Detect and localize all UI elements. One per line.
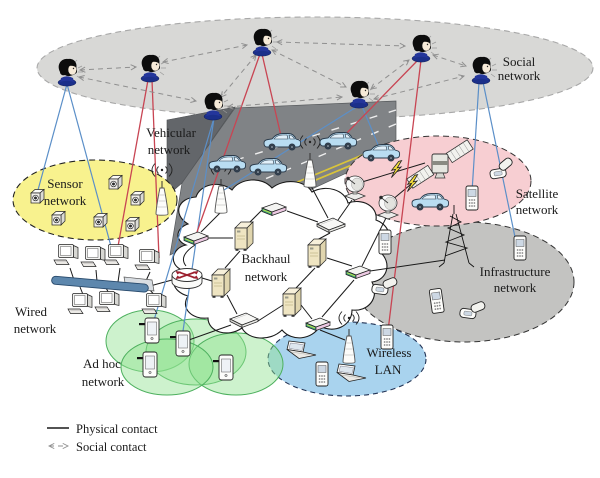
satellite-dish-icon (377, 194, 399, 220)
social-network-label: Social (503, 54, 536, 69)
adhoc-network-label: Ad hoc (83, 356, 121, 371)
sensor-node-icon (30, 189, 45, 204)
sensor-node-icon (130, 191, 145, 206)
sensor-node-icon (125, 217, 140, 232)
sensor-network-label: network (44, 193, 87, 208)
infrastructure-devices (370, 205, 527, 320)
satellite-devices (344, 139, 518, 220)
adhoc-range-circle (188, 332, 284, 396)
phone-icon (315, 361, 329, 387)
desktop-computer-icon (134, 249, 160, 270)
desktop-computer-icon (141, 293, 167, 314)
phone-icon (378, 229, 392, 255)
infrastructure-network-label: network (494, 280, 537, 295)
wlan-label: Wireless (367, 345, 412, 360)
backhaul-network-label: Backhaul (241, 251, 290, 266)
satellite-network-label: network (516, 202, 559, 217)
wlan-label: LAN (375, 362, 402, 377)
legend: Physical contact Social contact (47, 422, 158, 454)
desktop-computer-icon (67, 293, 93, 314)
vehicular-network-label: Vehicular (146, 125, 196, 140)
social-network-label: network (498, 68, 541, 83)
vehicular-network-label: network (148, 142, 191, 157)
desktop-computer-icon (53, 244, 79, 265)
infrastructure-network-label: Infrastructure (480, 264, 551, 279)
physical-links (69, 162, 446, 342)
social-contacts (79, 42, 466, 107)
adhoc-range-circle (120, 338, 214, 396)
road-lane-dashes (235, 109, 397, 161)
wired-bus (51, 275, 155, 293)
satellite-network-label: Satellite (516, 186, 559, 201)
sensor-network-label: Sensor (47, 176, 83, 191)
cell-tower-icon (438, 205, 475, 268)
desktop-computer-icon (80, 246, 106, 267)
red-x-router-icon (171, 267, 203, 290)
sensor-node-icon (51, 211, 66, 226)
legend-social-label: Social contact (76, 440, 147, 454)
sensor-node-icon (93, 213, 108, 228)
wired-network-label: Wired (15, 304, 47, 319)
phone-icon (465, 185, 479, 211)
adhoc-network-label: network (82, 374, 125, 389)
sensor-node-icon (108, 175, 123, 190)
bus-bar (51, 275, 149, 293)
desktop-computer-icon (103, 244, 129, 265)
wired-network-label: network (14, 321, 57, 336)
legend-physical-label: Physical contact (76, 422, 158, 436)
backhaul-network-label: network (245, 269, 288, 284)
satellite-dish-icon (344, 175, 366, 201)
phone-icon (513, 235, 527, 261)
desktop-computer-icon (94, 291, 120, 312)
